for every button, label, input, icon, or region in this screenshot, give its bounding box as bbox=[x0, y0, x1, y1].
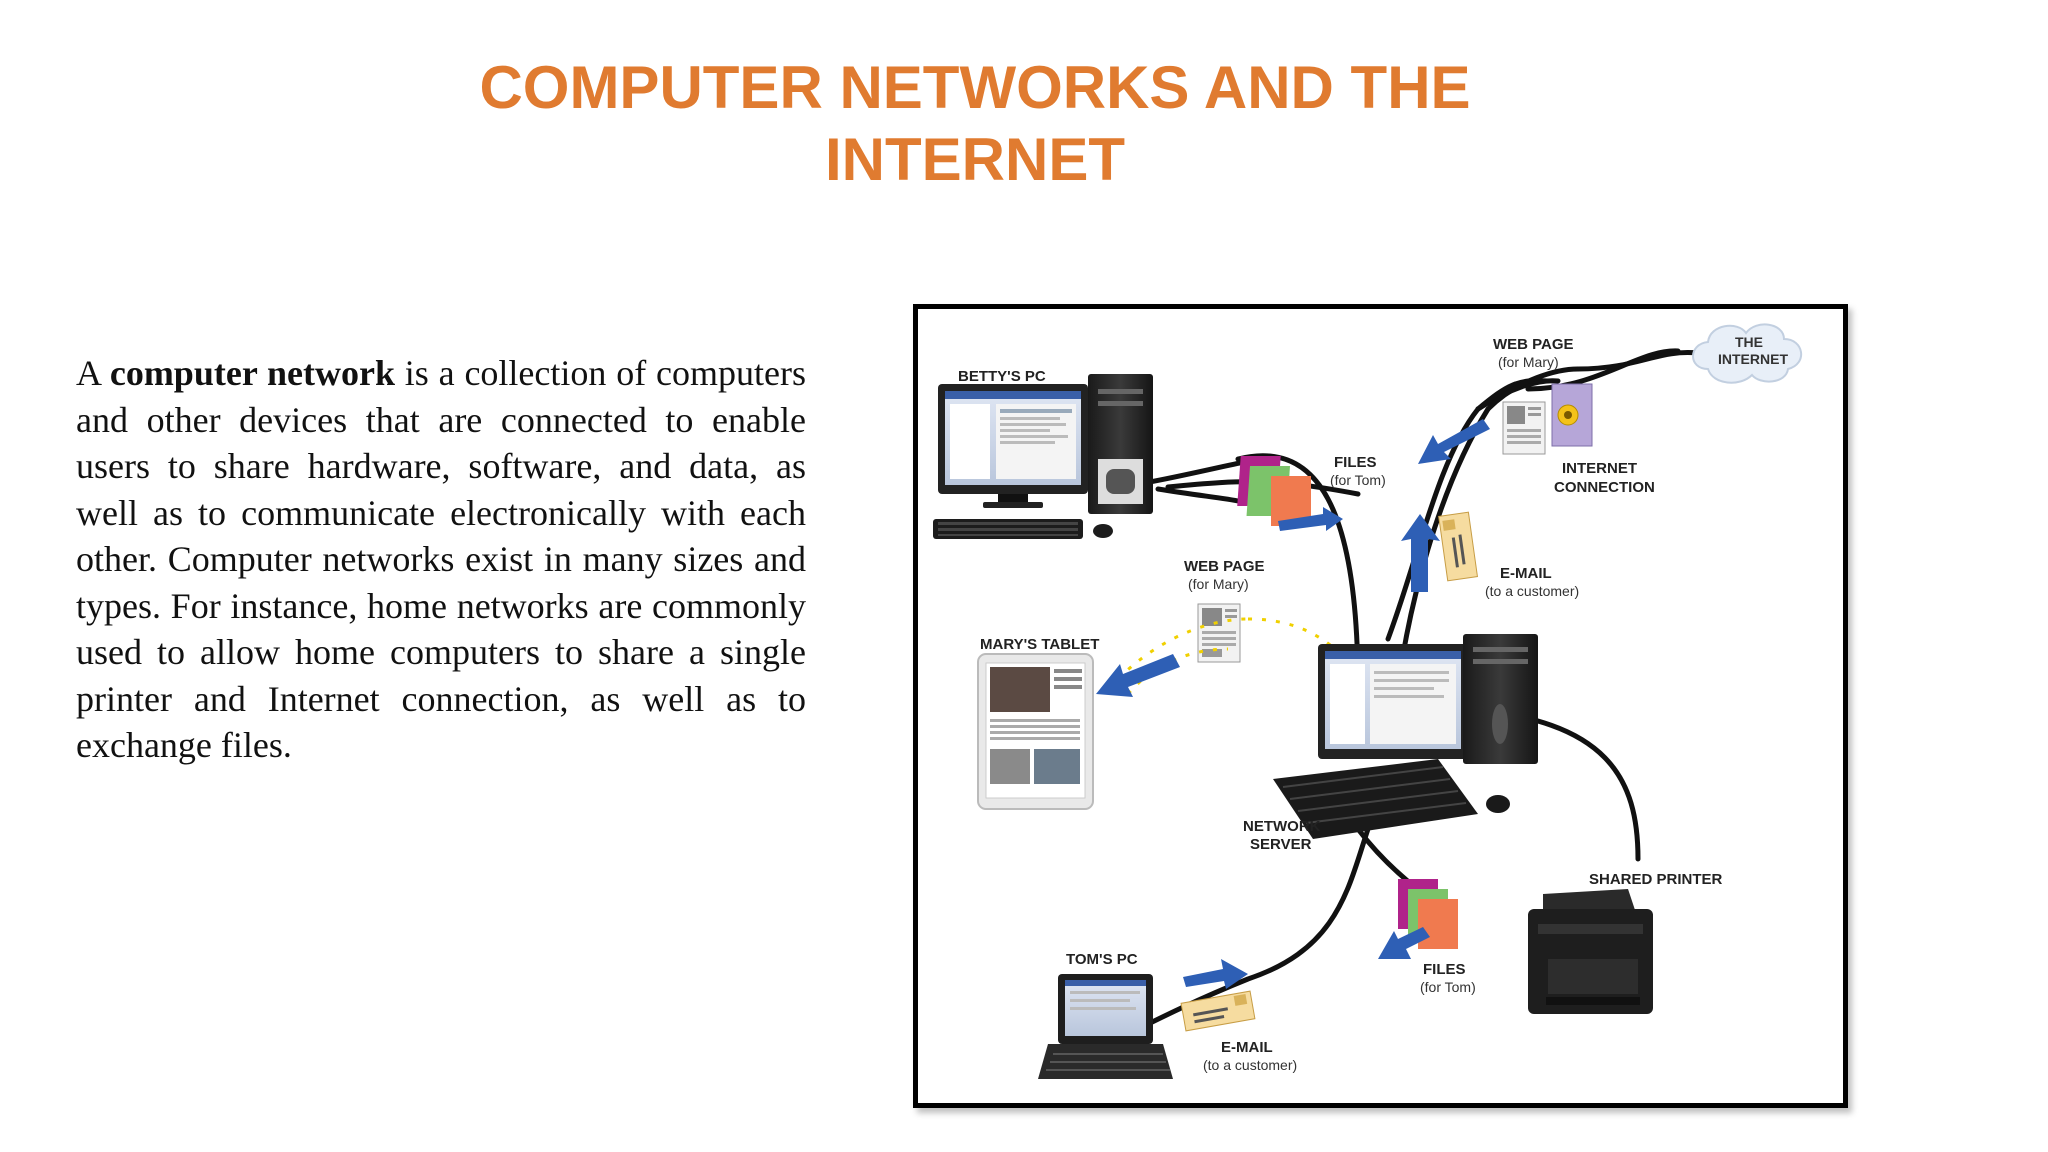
internet-cloud-icon: THE INTERNET bbox=[1692, 323, 1803, 384]
email-top-icon bbox=[1438, 511, 1479, 582]
label-files-top: FILES bbox=[1334, 454, 1377, 471]
label-web-page-mid: WEB PAGE bbox=[1184, 558, 1265, 575]
paragraph-start: A bbox=[76, 353, 110, 393]
label-web-page-mid-sub: (for Mary) bbox=[1188, 576, 1249, 592]
files-bottom-icon bbox=[1398, 879, 1458, 949]
shared-printer bbox=[1528, 889, 1653, 1014]
network-server bbox=[1273, 634, 1538, 839]
label-network-server-2: SERVER bbox=[1250, 836, 1312, 853]
label-email-bottom: E-MAIL bbox=[1221, 1039, 1273, 1056]
label-web-page-top-sub: (for Mary) bbox=[1498, 354, 1559, 370]
label-shared-printer: SHARED PRINTER bbox=[1589, 871, 1723, 888]
marys-tablet bbox=[977, 653, 1094, 810]
label-internet-connection-2: CONNECTION bbox=[1554, 479, 1655, 496]
label-files-bottom: FILES bbox=[1423, 961, 1466, 978]
email-bottom-icon bbox=[1180, 990, 1256, 1032]
label-email-top: E-MAIL bbox=[1500, 565, 1552, 582]
arrow-web-page-down bbox=[1418, 419, 1490, 464]
arrow-up-server bbox=[1401, 514, 1440, 592]
label-web-page-top: WEB PAGE bbox=[1493, 336, 1574, 353]
web-page-mid-icon bbox=[1197, 603, 1241, 663]
paragraph-rest: is a collection of computers and other d… bbox=[76, 353, 806, 765]
bettys-pc: BETTY'S PC bbox=[933, 368, 1153, 539]
label-bettys-pc: BETTY'S PC bbox=[958, 368, 1046, 385]
label-email-bottom-sub: (to a customer) bbox=[1203, 1057, 1297, 1073]
toms-pc bbox=[1038, 974, 1173, 1079]
label-toms-pc: TOM'S PC bbox=[1066, 951, 1138, 968]
label-marys-tablet: MARY'S TABLET bbox=[980, 636, 1099, 653]
label-network-server-1: NETWORK bbox=[1243, 818, 1321, 835]
arrow-files-bottom bbox=[1378, 927, 1430, 959]
label-the-internet-1: THE bbox=[1735, 334, 1763, 350]
label-the-internet-2: INTERNET bbox=[1718, 351, 1788, 367]
label-files-top-sub: (for Tom) bbox=[1330, 472, 1386, 488]
network-diagram: BETTY'S PC FILES (for Tom) WEB PAGE (for… bbox=[913, 304, 1848, 1108]
label-internet-connection-1: INTERNET bbox=[1562, 460, 1637, 477]
arrow-to-tablet bbox=[1096, 654, 1180, 697]
files-top-icon bbox=[1237, 456, 1343, 531]
label-files-bottom-sub: (for Tom) bbox=[1420, 979, 1476, 995]
label-email-top-sub: (to a customer) bbox=[1485, 583, 1579, 599]
web-page-top-icon bbox=[1502, 401, 1546, 455]
arrow-to-toms-pc bbox=[1183, 959, 1248, 989]
network-diagram-svg: BETTY'S PC FILES (for Tom) WEB PAGE (for… bbox=[933, 323, 1803, 1079]
paragraph-bold-term: computer network bbox=[109, 353, 395, 393]
slide-title: COMPUTER NETWORKS AND THE INTERNET bbox=[0, 52, 1950, 196]
title-line-2: INTERNET bbox=[825, 126, 1125, 193]
body-paragraph: A computer network is a collection of co… bbox=[76, 350, 806, 769]
title-line-1: COMPUTER NETWORKS AND THE bbox=[479, 54, 1471, 121]
internet-connection-icon bbox=[1551, 383, 1593, 447]
